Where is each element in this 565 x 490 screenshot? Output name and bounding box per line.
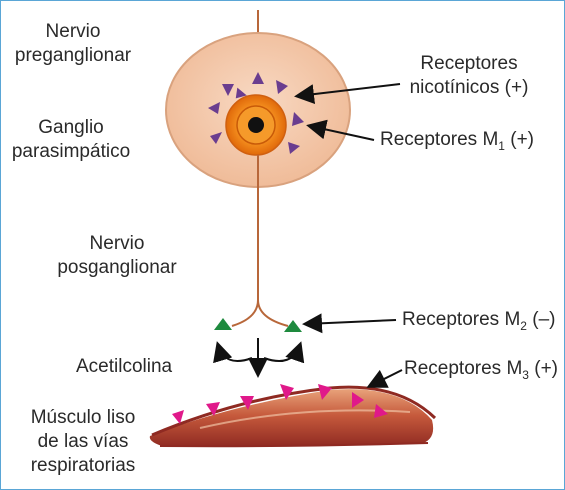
- label-text: (+): [505, 129, 534, 150]
- label-subscript: 3: [522, 368, 529, 382]
- ganglion-cell: [226, 95, 286, 155]
- acetylcholine-release-arrows: [218, 338, 300, 374]
- nicotinic-receptors-label: Receptores nicotínicos (+): [394, 52, 544, 100]
- ganglion-label: Ganglio parasimpático: [6, 116, 136, 164]
- label-line: respiratorias: [24, 454, 142, 478]
- m3-pointer-arrow: [370, 370, 402, 386]
- smooth-muscle: [150, 387, 435, 447]
- label-line: Ganglio: [6, 116, 136, 140]
- label-text: Receptores M: [404, 358, 522, 379]
- smooth-muscle-label: Músculo liso de las vías respiratorias: [24, 406, 142, 477]
- postganglionic-nerve-label: Nervio posganglionar: [52, 232, 182, 280]
- label-text: (–): [527, 309, 556, 330]
- m2-pointer-arrow: [306, 320, 396, 324]
- label-text: Receptores M: [380, 129, 498, 150]
- label-line: posganglionar: [52, 256, 182, 280]
- label-line: Músculo liso: [24, 406, 142, 430]
- m1-receptors-label: Receptores M1 (+): [380, 128, 534, 154]
- preganglionic-nerve-label: Nervio preganglionar: [14, 20, 132, 68]
- m2-receptors-label: Receptores M2 (–): [402, 308, 555, 334]
- label-text: Receptores M: [402, 309, 520, 330]
- m2-receptors: [214, 318, 302, 332]
- label-line: nicotínicos (+): [394, 76, 544, 100]
- label-line: de las vías: [24, 430, 142, 454]
- cell-nucleus: [248, 117, 264, 133]
- m3-receptors-label: Receptores M3 (+): [404, 357, 558, 383]
- label-line: Receptores: [394, 52, 544, 76]
- label-line: Nervio: [52, 232, 182, 256]
- acetylcholine-label: Acetilcolina: [76, 355, 172, 379]
- label-line: Nervio: [14, 20, 132, 44]
- label-text: (+): [529, 358, 558, 379]
- label-subscript: 1: [498, 139, 505, 153]
- label-line: parasimpático: [6, 140, 136, 164]
- label-line: preganglionar: [14, 44, 132, 68]
- label-subscript: 2: [520, 319, 527, 333]
